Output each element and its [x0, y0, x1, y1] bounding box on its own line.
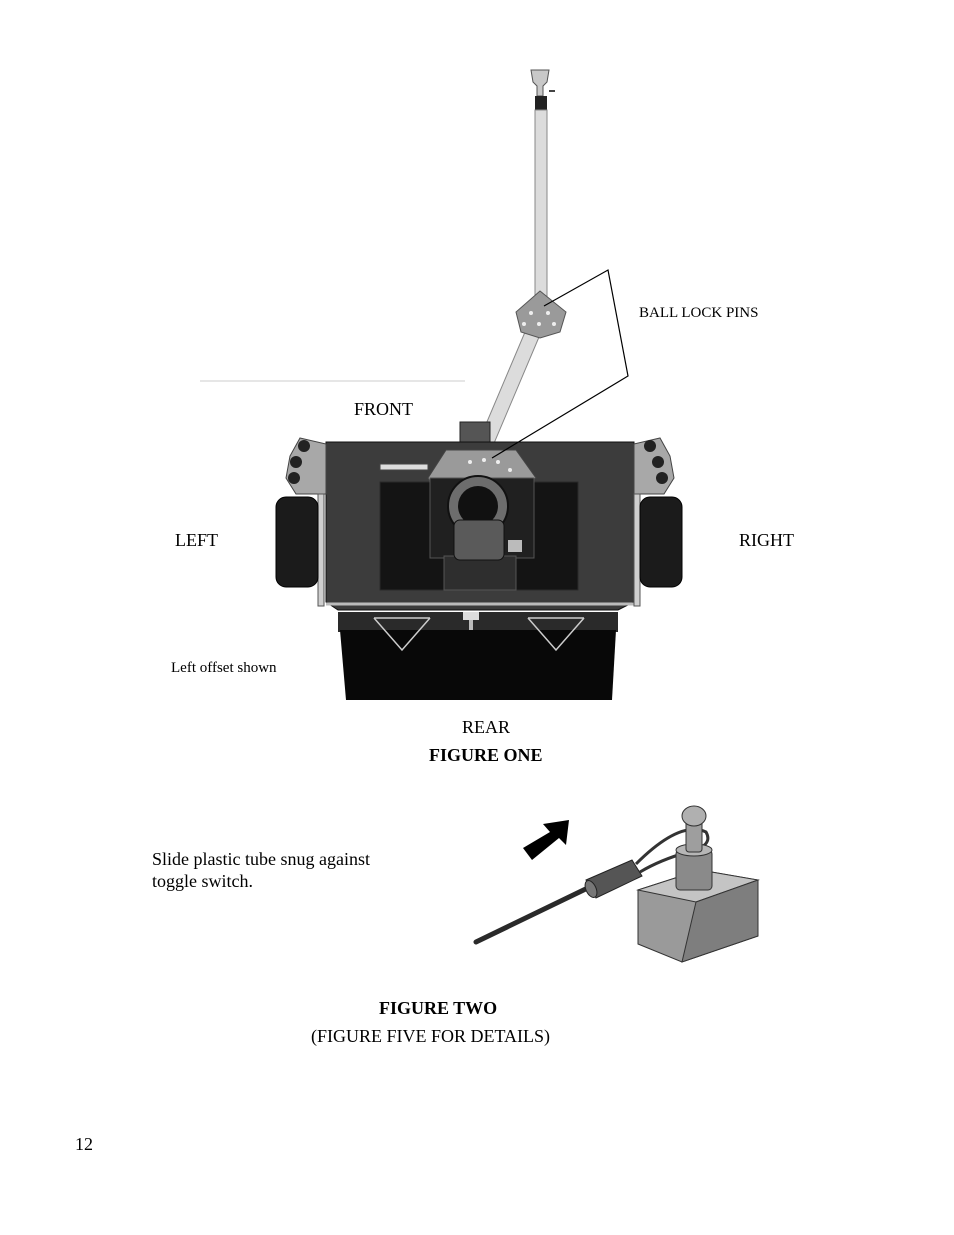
figure-two-caption: FIGURE TWO [379, 998, 498, 1018]
instruction-line-1: Slide plastic tube snug against [152, 849, 370, 869]
figure-two-subcaption: (FIGURE FIVE FOR DETAILS) [311, 1026, 551, 1046]
figure-one-caption: FIGURE ONE [429, 745, 543, 765]
grass-bag [338, 612, 618, 700]
engine [429, 475, 535, 591]
rear-label: REAR [462, 717, 511, 737]
direction-arrow-icon [523, 820, 569, 860]
ball-lock-pins-label: BALL LOCK PINS [639, 305, 759, 321]
front-label: FRONT [354, 399, 414, 419]
ball-lock-pins-leader [491, 269, 629, 459]
right-wheel [639, 496, 683, 588]
left-label: LEFT [175, 530, 218, 550]
right-label: RIGHT [739, 530, 794, 550]
left-wheel [275, 496, 319, 588]
page-number: 12 [75, 1134, 93, 1154]
instruction-line-2: toggle switch. [152, 871, 253, 891]
handle-tip [530, 69, 555, 110]
left-caster-bracket [285, 437, 327, 495]
toggle-switch [636, 805, 760, 963]
control-cable [473, 881, 599, 945]
handle-joint-plate [515, 290, 567, 339]
left-offset-note: Left offset shown [171, 660, 277, 676]
plastic-tube [584, 859, 643, 899]
